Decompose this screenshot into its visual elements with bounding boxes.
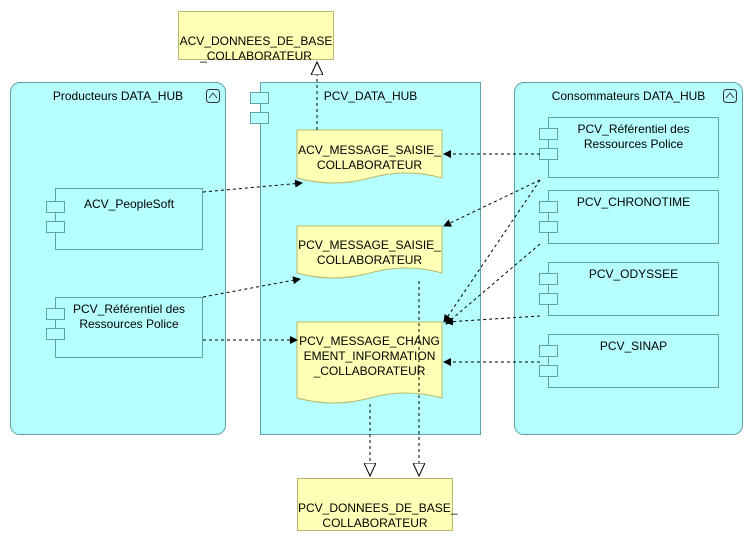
acv-message-saisie-object[interactable]: ACV_MESSAGE_SAISIE_ COLLABORATEUR	[297, 130, 442, 180]
component-icon	[539, 148, 558, 160]
acv-peoplesoft-label: ACV_PeopleSoft	[83, 197, 175, 211]
component-icon	[539, 365, 558, 377]
pcv-donnees-de-base-label: PCV_DONNEES_DE_BASE_ COLLABORATEUR	[298, 501, 458, 530]
component-icon-bottom	[250, 112, 269, 124]
odyssee-component[interactable]: PCV_ODYSSEE	[539, 262, 719, 316]
component-icon	[539, 345, 558, 357]
sinap-component[interactable]: PCV_SINAP	[539, 334, 719, 388]
consommateurs-group-title: Consommateurs DATA_HUB	[551, 89, 706, 103]
acv-donnees-de-base-label: ACV_DONNEES_DE_BASE _COLLABORATEUR	[179, 34, 333, 63]
consumer-referentiel-label: PCV_Référentiel des Ressources Police	[577, 122, 690, 151]
chronotime-label: PCV_CHRONOTIME	[576, 195, 691, 209]
pcv-message-changement-label: PCV_MESSAGE_CHANG EMENT_INFORMATION _COL…	[299, 334, 440, 378]
producteurs-group[interactable]: Producteurs DATA_HUB	[10, 82, 226, 435]
chronotime-component[interactable]: PCV_CHRONOTIME	[539, 190, 719, 244]
pcv-message-saisie-label: PCV_MESSAGE_SAISIE_ COLLABORATEUR	[298, 238, 441, 267]
component-icon	[46, 221, 65, 233]
consumer-referentiel-component[interactable]: PCV_Référentiel des Ressources Police	[539, 117, 719, 178]
component-icon	[46, 328, 65, 340]
pcv-donnees-de-base-object[interactable]: PCV_DONNEES_DE_BASE_ COLLABORATEUR	[297, 478, 457, 531]
producteurs-group-title: Producteurs DATA_HUB	[52, 89, 184, 103]
acv-donnees-de-base-object[interactable]: ACV_DONNEES_DE_BASE _COLLABORATEUR	[178, 11, 334, 63]
component-icon	[539, 201, 558, 213]
sinap-label: PCV_SINAP	[599, 339, 668, 353]
pcv-message-changement-object[interactable]: PCV_MESSAGE_CHANG EMENT_INFORMATION _COL…	[297, 322, 442, 398]
odyssee-label: PCV_ODYSSEE	[588, 267, 679, 281]
producer-referentiel-label: PCV_Référentiel des Ressources Police	[72, 302, 186, 331]
collapse-icon[interactable]	[206, 89, 220, 103]
component-icon	[539, 221, 558, 233]
pcv-data-hub-title: PCV_DATA_HUB	[323, 89, 418, 103]
component-icon	[46, 201, 65, 213]
component-icon	[539, 293, 558, 305]
component-icon	[539, 273, 558, 285]
component-icon	[46, 308, 65, 320]
pcv-message-saisie-object[interactable]: PCV_MESSAGE_SAISIE_ COLLABORATEUR	[297, 226, 442, 276]
collapse-icon[interactable]	[723, 89, 737, 103]
component-icon	[539, 128, 558, 140]
acv-message-saisie-label: ACV_MESSAGE_SAISIE_ COLLABORATEUR	[298, 143, 441, 172]
producer-referentiel-component[interactable]: PCV_Référentiel des Ressources Police	[46, 297, 203, 358]
component-icon-top	[250, 92, 269, 104]
acv-peoplesoft-component[interactable]: ACV_PeopleSoft	[46, 188, 203, 250]
